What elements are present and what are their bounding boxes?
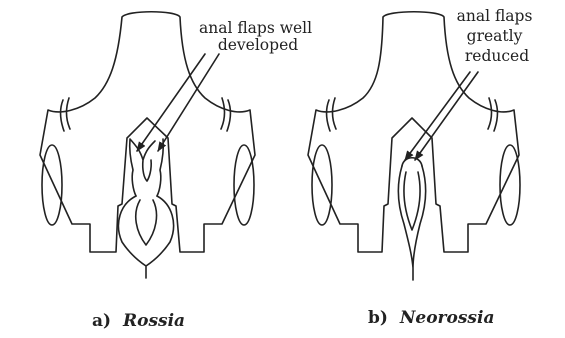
- locking-cartilage-right-a: [234, 145, 254, 225]
- arm-break-right-a: [221, 98, 231, 131]
- locking-cartilage-right-b: [500, 145, 520, 225]
- annotation-b: anal flaps greatly reduced: [457, 7, 538, 65]
- caption-b: b) Neorossia: [368, 308, 494, 328]
- rectum-a: [118, 196, 173, 278]
- arrow-b-right: [415, 72, 478, 160]
- annotation-b-line-2: greatly: [467, 27, 523, 45]
- locking-cartilage-left-a: [42, 145, 62, 225]
- arrow-b-left: [405, 72, 470, 160]
- arm-break-left-a: [60, 98, 70, 131]
- arm-break-right-b: [488, 98, 498, 131]
- rectum-b: [398, 166, 425, 280]
- caption-b-name: Neorossia: [399, 308, 495, 328]
- anal-flaps-well-developed: [130, 139, 164, 196]
- annotation-b-line-3: reduced: [465, 47, 529, 65]
- caption-a: a) Rossia: [92, 311, 185, 331]
- annotation-a: anal flaps well developed: [199, 19, 317, 54]
- caption-a-letter: a): [92, 311, 111, 331]
- annotation-a-line-1: anal flaps well: [199, 19, 312, 37]
- annotation-b-line-1: anal flaps: [457, 7, 533, 25]
- annotation-a-line-2: developed: [218, 36, 298, 54]
- arm-break-left-b: [326, 98, 336, 131]
- caption-b-letter: b): [368, 308, 388, 328]
- caption-a-name: Rossia: [122, 311, 185, 331]
- arrow-a-left: [137, 54, 205, 151]
